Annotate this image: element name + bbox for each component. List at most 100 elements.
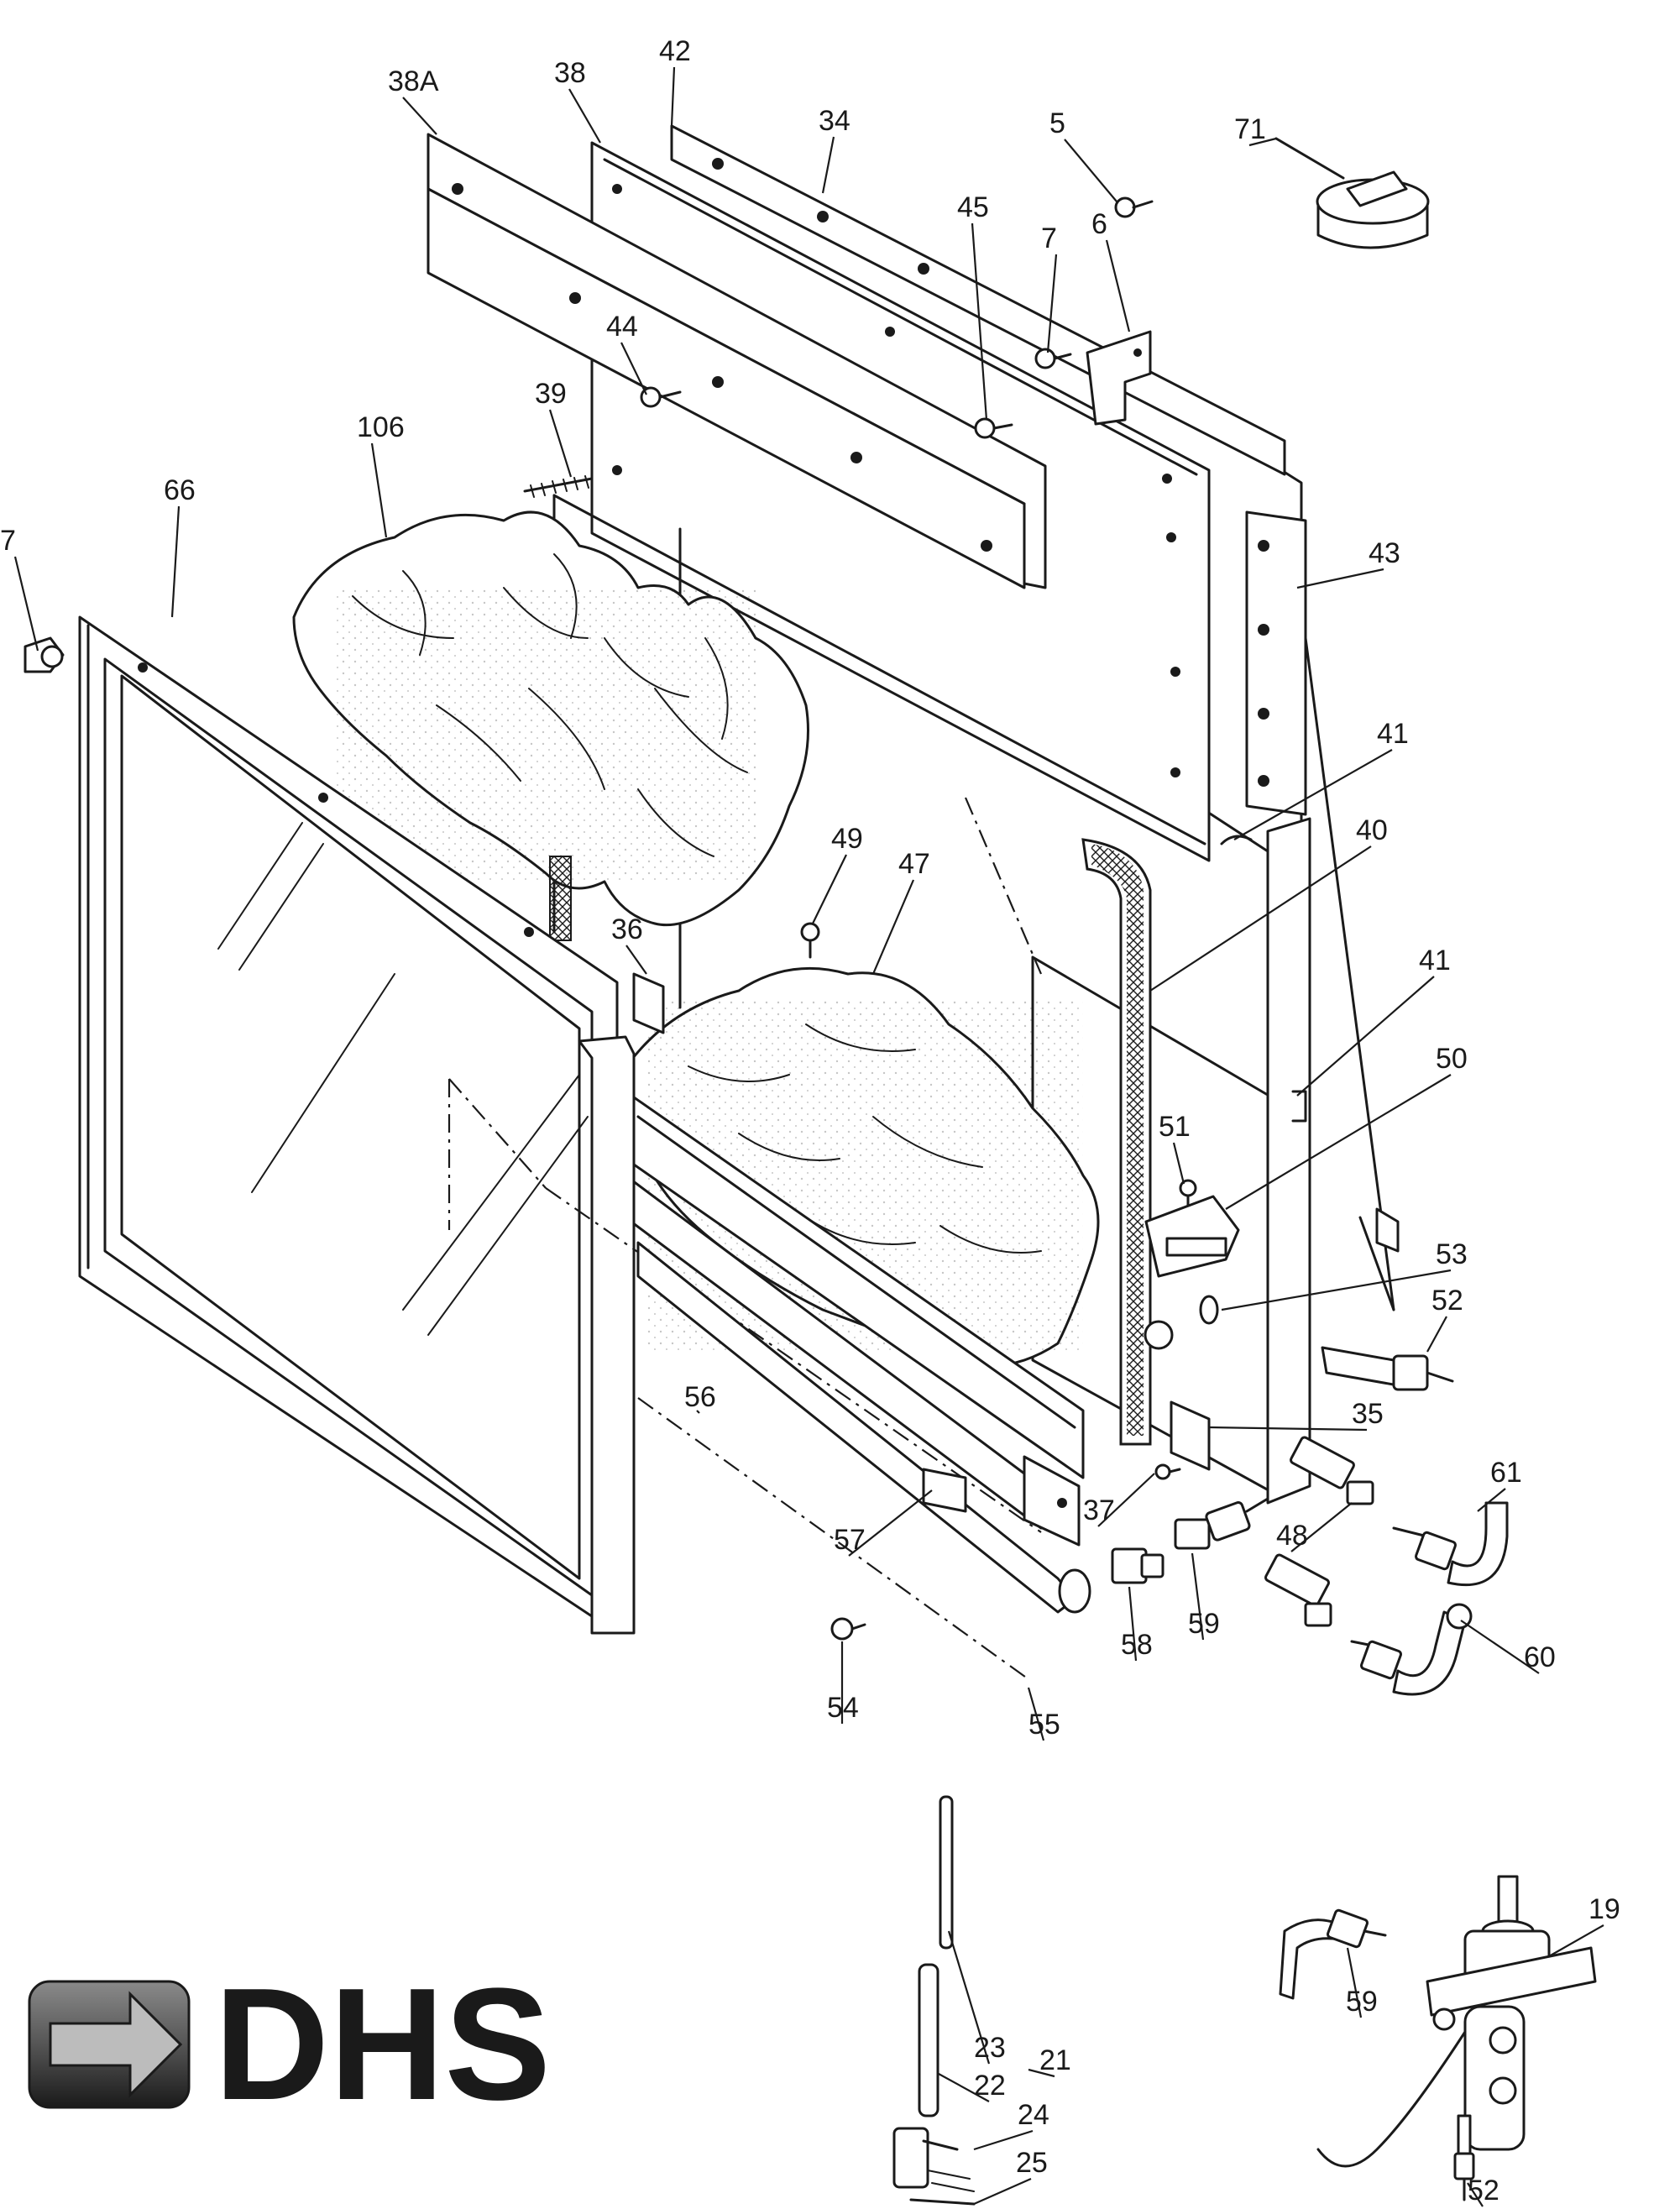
gas-valve-19 (1316, 1875, 1597, 2168)
leader-line (1028, 2068, 1055, 2078)
leader-line (625, 945, 647, 975)
callout-label: 61 (1490, 1457, 1522, 1489)
callout-label: 56 (684, 1381, 716, 1413)
leader-line (1296, 976, 1435, 1097)
injector-48b (1264, 1553, 1332, 1627)
callout-label: 58 (1121, 1629, 1153, 1661)
wing-nut-67 (24, 636, 65, 673)
leader-line (848, 1489, 933, 1557)
leader-line (1046, 254, 1058, 353)
callout-label: 40 (1356, 814, 1388, 846)
callout-label: 42 (659, 35, 691, 67)
callout-label: 38A (388, 65, 439, 97)
callout-label: 41 (1419, 945, 1451, 976)
leader-line (1548, 1924, 1604, 1957)
ignition-parts (892, 1795, 976, 2206)
leader-line (1467, 2182, 1484, 2207)
callout-label: 19 (1588, 1893, 1620, 1925)
callout-label: 7 (1041, 222, 1057, 254)
leader-line (13, 556, 39, 652)
leader-line (370, 442, 388, 538)
leader-line (548, 409, 573, 478)
callout-label: 59 (1346, 1986, 1378, 2018)
screw-49 (800, 922, 820, 959)
leader-line (402, 97, 437, 135)
fitting-59 (1174, 1497, 1269, 1550)
callout-label: 45 (957, 191, 989, 223)
callout-label: 41 (1377, 718, 1409, 750)
callout-label: 6 (1091, 208, 1107, 240)
screw-7 (1034, 348, 1072, 369)
screw-54 (830, 1617, 866, 1641)
leader-line (871, 879, 915, 975)
leader-line (1064, 139, 1117, 202)
callout-label: 53 (1436, 1238, 1468, 1270)
callout-label: 57 (834, 1524, 866, 1556)
dhs-logo: DHS (28, 1955, 551, 2133)
leader-line (1225, 1074, 1452, 1210)
front-frame-66 (78, 615, 636, 1635)
spring-39 (523, 475, 594, 498)
leader-line (1221, 1269, 1452, 1311)
callout-label: 34 (819, 105, 850, 137)
leader-line (568, 88, 601, 144)
leader-line (1477, 1488, 1506, 1512)
callout-label: 71 (1234, 113, 1266, 145)
callout-label: 50 (1436, 1043, 1468, 1075)
burner-pipe (636, 1241, 1091, 1614)
injector-48a (1290, 1436, 1374, 1505)
control-knob-71 (1274, 137, 1430, 249)
callout-label: 52 (1431, 1285, 1463, 1317)
callout-label: 38 (554, 57, 586, 89)
valve-thermocouple-52 (1453, 2114, 1475, 2201)
callout-label: 7 (0, 525, 16, 557)
callout-label: 22 (974, 2070, 1006, 2102)
screw-45 (974, 417, 1013, 439)
front-plate-38A (427, 133, 1047, 589)
callout-label: 52 (1468, 2175, 1499, 2206)
leader-line (696, 1410, 700, 1414)
clip-41-upper (1220, 835, 1253, 845)
callout-label: 44 (606, 311, 638, 343)
leader-line (973, 2177, 1032, 2206)
thermocouple-52 (1321, 1346, 1454, 1391)
leader-line (971, 222, 988, 421)
leader-line (170, 505, 181, 618)
callout-label: 35 (1352, 1398, 1384, 1430)
callout-label: 5 (1049, 107, 1065, 139)
leader-line (620, 342, 647, 395)
grommet-53 (1199, 1295, 1219, 1325)
leader-line (1149, 845, 1372, 992)
leader-line (1208, 1426, 1368, 1432)
gas-fittings (1111, 1346, 1509, 1696)
leader-line (1027, 1687, 1045, 1741)
logo-wordmark: DHS (214, 1955, 551, 2133)
leader-line (1097, 1473, 1155, 1527)
leader-line (1172, 1142, 1185, 1185)
callout-label: 59 (1188, 1608, 1220, 1640)
hidden-lines (447, 797, 1043, 1680)
pipe-61 (1392, 1501, 1509, 1587)
callout-label: 24 (1018, 2099, 1049, 2131)
callout-label: 25 (1016, 2147, 1048, 2179)
leader-line (1426, 1316, 1447, 1353)
leader-line (812, 854, 847, 924)
pipe-60 (1350, 1603, 1473, 1696)
leader-line (938, 2073, 990, 2102)
screws (640, 196, 1154, 439)
leader-line (1290, 1502, 1353, 1552)
callout-label: 23 (974, 2032, 1006, 2064)
gasket-40 (549, 838, 1152, 1446)
screw-44 (640, 386, 682, 408)
callout-label: 60 (1524, 1641, 1556, 1673)
leader-line (947, 1930, 991, 2065)
callout-label: 39 (535, 378, 567, 410)
leader-line (1105, 239, 1131, 332)
callout-label: 43 (1369, 537, 1400, 569)
leader-line (1233, 749, 1393, 840)
bracket-35 (1170, 1400, 1211, 1471)
bracket-36 (632, 972, 665, 1034)
leader-line (1191, 1552, 1205, 1641)
